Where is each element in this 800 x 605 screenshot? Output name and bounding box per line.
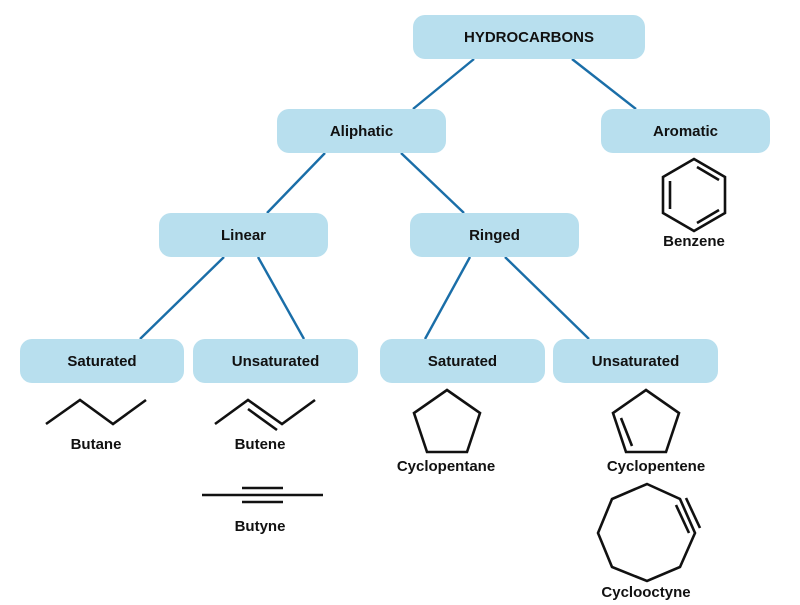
edge-linear-saturated <box>139 256 225 340</box>
cyclopentene-label: Cyclopentene <box>606 458 706 475</box>
node-hydrocarbons: HYDROCARBONS <box>413 15 645 59</box>
cyclopentane-label: Cyclopentane <box>396 458 496 475</box>
benzene-label: Benzene <box>663 233 725 250</box>
cyclooctyne-label: Cyclooctyne <box>601 584 691 601</box>
edge-root-aromatic <box>571 58 637 110</box>
edge-linear-unsaturated <box>256 256 306 340</box>
edge-root-aliphatic <box>412 58 475 110</box>
edge-aliphatic-ringed <box>400 152 465 214</box>
butane-label: Butane <box>70 436 122 453</box>
butene-label: Butene <box>234 436 286 453</box>
butyne-label: Butyne <box>234 518 286 535</box>
node-ringed-unsaturated: Unsaturated <box>553 339 718 383</box>
node-ringed: Ringed <box>410 213 579 257</box>
edge-ringed-unsaturated <box>504 256 590 340</box>
node-aromatic: Aromatic <box>601 109 770 153</box>
node-ringed-saturated: Saturated <box>380 339 545 383</box>
node-linear-saturated: Saturated <box>20 339 184 383</box>
node-linear-unsaturated: Unsaturated <box>193 339 358 383</box>
edge-aliphatic-linear <box>266 152 326 214</box>
edge-ringed-saturated <box>423 256 472 340</box>
node-aliphatic: Aliphatic <box>277 109 446 153</box>
node-linear: Linear <box>159 213 328 257</box>
